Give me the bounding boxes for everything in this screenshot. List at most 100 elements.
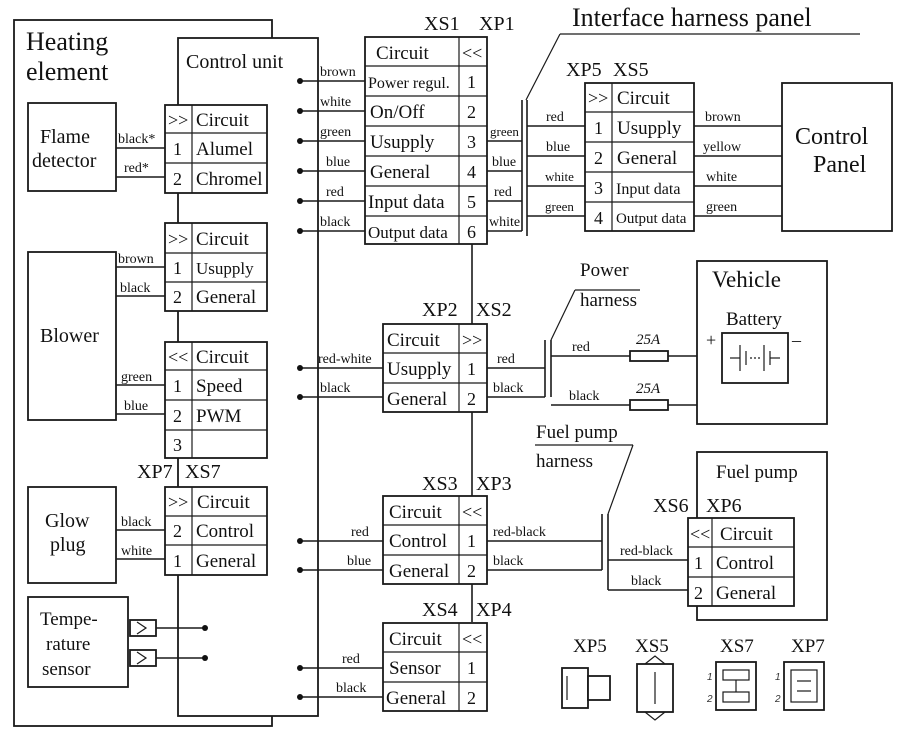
- legend-xp5: XP5: [573, 636, 607, 657]
- glow-circuit-header: Circuit: [197, 492, 250, 513]
- xp5-pin-3: 3: [594, 178, 603, 198]
- xs4-pin-2: 2: [467, 688, 476, 708]
- xs1-row-6-label: Output data: [368, 223, 448, 242]
- blower-a-wire-1: brown: [118, 252, 154, 267]
- blower-a-label-2: General: [196, 287, 256, 308]
- xs4-connector: [382, 622, 488, 712]
- xs7-connector-icon: [715, 661, 757, 711]
- control-panel-label-1: Control: [795, 124, 869, 150]
- blower-a-pin-1: 1: [173, 258, 182, 278]
- battery-label: Battery: [726, 309, 782, 330]
- blower-b-circuit-header: Circuit: [196, 347, 249, 368]
- xs3-pin-2: 2: [467, 561, 476, 581]
- control-panel-label-2: Panel: [813, 152, 867, 178]
- glow-plug-label-2: plug: [50, 534, 86, 556]
- xs6-connector: [687, 517, 795, 607]
- xp5-right-wire-2: yellow: [703, 140, 742, 155]
- xs1-wires: [297, 78, 365, 234]
- flame-label-chromel: Chromel: [196, 169, 263, 190]
- xs1-pin-1: 1: [467, 72, 476, 92]
- xs4-left-wire-2: black: [336, 681, 366, 696]
- xs3-label: XS3: [422, 473, 458, 495]
- battery-wire-red: red: [572, 340, 590, 355]
- xs1-row-3-label: Usupply: [370, 132, 435, 153]
- flame-pin-1: 1: [173, 139, 182, 159]
- connector-arrow-icon: >>: [168, 492, 188, 512]
- xp4-label: XP4: [476, 599, 512, 621]
- xs4-label-2: General: [386, 688, 446, 709]
- xp5-label-2: General: [617, 148, 677, 169]
- xs1-right-wire-5: red: [494, 185, 512, 200]
- xp5-left-wire-1: red: [546, 110, 564, 125]
- flame-connector: [164, 104, 268, 194]
- xp2-circuit-header: Circuit: [387, 330, 440, 351]
- xs3-circuit-header: Circuit: [389, 502, 442, 523]
- xs6-left-wire-1: red-black: [620, 544, 673, 559]
- control-unit-label: Control unit: [186, 51, 284, 73]
- fuel-pump-label: Fuel pump: [716, 462, 798, 483]
- legend-xp7-pin-1: 1: [775, 672, 781, 683]
- xp2-left-wire-2: black: [320, 381, 350, 396]
- xp2-pin-1: 1: [467, 359, 476, 379]
- blower-b-label-2: PWM: [196, 406, 242, 427]
- xp5-right-wire-4: green: [706, 200, 737, 215]
- fuel-pump-harness-label-2: harness: [536, 451, 593, 472]
- xs1-connector: [364, 36, 488, 245]
- xs6-pin-1: 1: [694, 553, 703, 573]
- xs3-right-wire-1: red-black: [493, 525, 546, 540]
- battery-wire-black: black: [569, 389, 599, 404]
- xp2-right-wire-1: red: [497, 352, 515, 367]
- glow-wire-1: black: [121, 515, 151, 530]
- xs3-pin-1: 1: [467, 531, 476, 551]
- connector-arrow-icon: <<: [462, 43, 482, 63]
- battery-plus-icon: +: [706, 330, 716, 350]
- xp5-left-wire-4: green: [545, 199, 574, 214]
- xs1-pin-2: 2: [467, 102, 476, 122]
- xp6-label: XP6: [706, 495, 742, 517]
- xs3-connector: [382, 495, 488, 585]
- xp2-label-1: Usupply: [387, 359, 452, 380]
- xs6-circuit-header: Circuit: [720, 524, 773, 545]
- xp2-left-wire-1: red-white: [318, 352, 372, 367]
- flame-wire-1: black*: [118, 132, 155, 147]
- connector-arrow-icon: >>: [462, 330, 482, 350]
- glow-plug-label-1: Glow: [45, 510, 90, 532]
- flame-detector-label-2: detector: [32, 150, 97, 172]
- temp-sensor-pin-icon: [129, 649, 157, 667]
- power-harness-label-1: Power: [580, 260, 629, 281]
- xp5-pin-2: 2: [594, 148, 603, 168]
- glow-label-general: General: [196, 551, 256, 572]
- xp5-label-3: Input data: [616, 181, 680, 198]
- flame-label-alumel: Alumel: [196, 139, 253, 160]
- xs1-row-1-label: Power regul.: [368, 75, 450, 92]
- temp-sensor-label-2: rature: [46, 634, 90, 655]
- blower-b-pin-3: 3: [173, 435, 182, 455]
- xp5-connector-icon: [561, 667, 611, 709]
- blower-b-label-1: Speed: [196, 376, 243, 397]
- xs4-circuit-header: Circuit: [389, 629, 442, 650]
- heating-element-label-2: element: [26, 57, 109, 86]
- glow-wire-2: white: [121, 544, 152, 559]
- glow-pin-2: 2: [173, 521, 182, 541]
- legend-xs5: XS5: [635, 636, 669, 657]
- vehicle-label: Vehicle: [712, 267, 781, 292]
- xs1-wire-2: white: [320, 95, 351, 110]
- xs1-pin-6: 6: [467, 222, 476, 242]
- xp2-label: XP2: [422, 299, 458, 321]
- xp5-label: XP5: [566, 59, 602, 81]
- power-harness-label-2: harness: [580, 290, 637, 311]
- connector-arrow-icon: <<: [168, 347, 188, 367]
- fuse-icon: [629, 350, 669, 362]
- legend-xs7-pin-2: 2: [706, 694, 713, 705]
- blower-connector-a: [164, 222, 268, 312]
- xs1-wire-6: black: [320, 215, 350, 230]
- blower-box: [27, 251, 117, 421]
- blower-b-pin-1: 1: [173, 376, 182, 396]
- xs4-left-wire-1: red: [342, 652, 360, 667]
- xs1-wire-4: blue: [326, 155, 350, 170]
- glow-label-control: Control: [196, 521, 254, 542]
- connector-arrow-icon: <<: [462, 502, 482, 522]
- xs1-wire-1: brown: [320, 65, 356, 80]
- xs1-row-2-label: On/Off: [370, 102, 425, 123]
- blower-b-pin-2: 2: [173, 406, 182, 426]
